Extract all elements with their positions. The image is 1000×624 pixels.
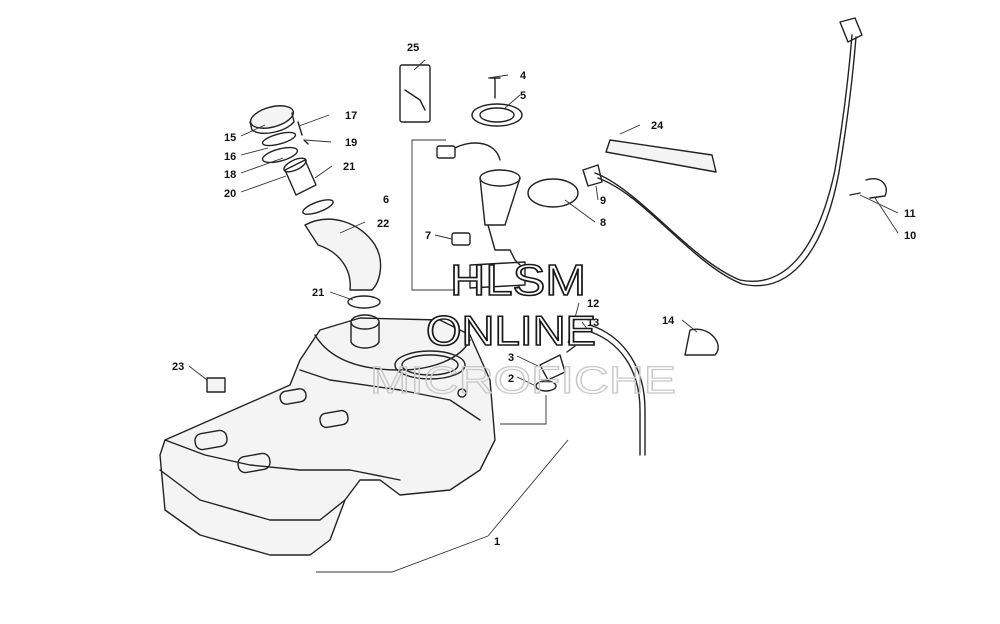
callout-21: 21 [343, 161, 355, 173]
callout-7: 7 [425, 230, 431, 242]
callout-23: 23 [172, 361, 184, 373]
callout-11: 11 [904, 208, 916, 220]
callout-6: 6 [383, 194, 389, 206]
callout-16: 16 [224, 151, 236, 163]
callout-5: 5 [520, 90, 526, 102]
callout-8: 8 [600, 217, 606, 229]
leader-lines [188, 59, 899, 573]
callout-25: 25 [407, 42, 419, 54]
vent-valve-assembly [206, 324, 719, 456]
callout-2: 2 [508, 373, 514, 385]
callout-12: 12 [587, 298, 599, 310]
callout-15: 15 [224, 132, 236, 144]
callout-3: 3 [508, 352, 514, 364]
watermark-line3: MICROFICHE [370, 360, 676, 402]
callout-9: 9 [600, 195, 606, 207]
callout-19: 19 [345, 137, 357, 149]
callout-17: 17 [345, 110, 357, 122]
watermark-line1: HLSM [450, 256, 586, 305]
watermark: HLSM ONLINE MICROFICHE [369, 255, 676, 402]
callout-labels: 1 2 3 4 5 6 7 8 9 10 11 12 13 14 15 16 1… [172, 42, 916, 548]
callout-21: 21 [312, 287, 324, 299]
vent-hose [582, 17, 887, 287]
callout-10: 10 [904, 230, 916, 242]
watermark-line2: ONLINE [426, 307, 596, 354]
filler-cap-assembly [249, 105, 382, 309]
callout-24: 24 [651, 120, 664, 132]
callout-14: 14 [662, 315, 675, 327]
callout-20: 20 [224, 188, 236, 200]
fuel-tank [159, 314, 496, 556]
callout-18: 18 [224, 169, 236, 181]
callout-22: 22 [377, 218, 389, 230]
callout-13: 13 [587, 317, 599, 329]
callout-4: 4 [520, 70, 527, 82]
callout-1: 1 [494, 536, 500, 548]
